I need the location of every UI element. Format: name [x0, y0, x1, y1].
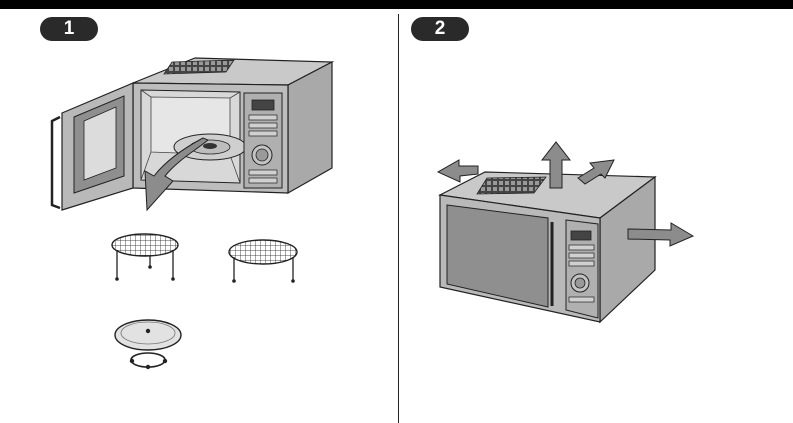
glass-turntable-icon — [115, 320, 181, 350]
roller-ring-icon — [130, 353, 167, 369]
low-rack-icon — [229, 240, 297, 283]
high-rack-icon — [112, 234, 178, 281]
microwave-open-icon — [52, 58, 332, 210]
microwave-closed-icon — [440, 172, 655, 322]
